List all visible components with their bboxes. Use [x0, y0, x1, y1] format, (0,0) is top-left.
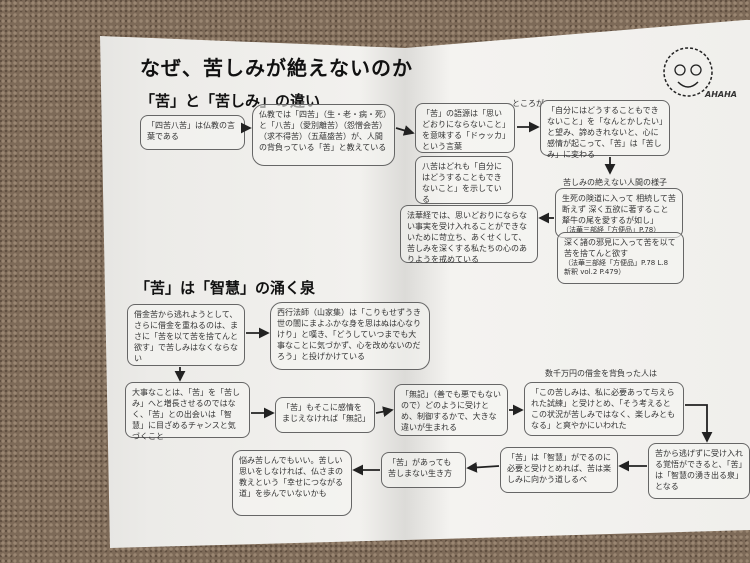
- label-shakkin-person: 数千万円の借金を背負った人は: [545, 369, 657, 378]
- box-hokekyo: 法華経では、思いどおりにならない事実を受け入れることができないために苛立ち、あく…: [400, 205, 538, 264]
- box-daiji: 大事なことは、「苦」を「苦しみ」へと増長させるのではなく、「苦」との出会いは「智…: [125, 382, 250, 441]
- arrow-2: [395, 125, 415, 136]
- box-ikikata: 「苦」があっても苦しまない生き方: [381, 452, 466, 488]
- quote2-ref2: 新釈 vol.2 P.479）: [564, 268, 626, 276]
- box-michishirube: 「苦」は「智慧」がでるのに必要と受けとめれば、苦は楽しみに向かう道しるべ: [500, 447, 618, 493]
- label-yosu: 苦しみの絶えない人間の様子: [563, 178, 667, 187]
- box-quote1: 生死の険道に入って 相続して苦断えず 深く五欲に著すること 犛牛の尾を愛するが如…: [555, 188, 683, 238]
- box-shikuhakku: 「四苦八苦」は仏教の言葉である: [140, 115, 245, 150]
- box-bukkyo: 仏教では「四苦」（生・老・病・死）と「八苦」（愛別離苦）（怨憎会苦）（求不得苦）…: [252, 104, 395, 166]
- box-saigyo: 西行法師（山家集）は「こりもせずうき世の闇にまよふかな身を思はぬは心なりけり」と…: [270, 302, 430, 370]
- box-gogen: 「苦」の語源は「思いどおりにならないこと」を意味する「ドゥッカ」という言葉: [415, 103, 515, 153]
- arrow-13: [466, 462, 500, 473]
- section-heading-wisdom: 「苦」は「智慧」の涌く泉: [135, 279, 316, 297]
- box-muki2: 「無記」（善でも悪でもないので）どのように受けとめ、制御するかで、大きな違いが生…: [394, 384, 508, 436]
- box-shiren: 「この苦しみは、私に必要あって与えられた試練」と受けとめ、「そう考えるとこの状況…: [524, 382, 684, 436]
- face-icon: [663, 47, 713, 97]
- quote2-ref: （法華三部経「方便品」P.78 L.8: [564, 259, 669, 267]
- arrow-11: [685, 404, 713, 443]
- laughing-face-illustration: AHAHA: [650, 40, 740, 110]
- box-nayami: 悩み苦しんでもいい。苦しい思いをしなければ、仏さまの教えという「幸せにつながる道…: [232, 450, 352, 516]
- quote1-ref: （法華三部経「方便品」P.78）: [562, 226, 661, 234]
- arrow-9: [375, 406, 394, 417]
- box-shakkin: 借金苦から逃れようとして、さらに借金を重ねるのは、まさに「苦を以て苦を捨てんと欲…: [127, 304, 245, 366]
- box-quote2: 深く諸の邪見に入って苦を以て苦を捨てんと欲す （法華三部経「方便品」P.78 L…: [557, 232, 684, 284]
- box-muki1: 「苦」もそこに感情をまじえなければ「無記」: [275, 397, 375, 433]
- page-title: なぜ、苦しみが絶えないのか: [140, 56, 413, 80]
- box-jibun: 「自分にはどうすることもできないこと」を「なんとかしたい」と望み、諦めきれないと…: [540, 100, 670, 159]
- label-tokoroga: ところが: [512, 99, 544, 108]
- quote2-text: 深く諸の邪見に入って苦を以て苦を捨てんと欲す: [564, 238, 676, 258]
- box-hakku: 八苦はどれも「自分にはどうすることもできないこと」を示している: [415, 156, 513, 204]
- box-kakugo: 苦から逃げずに受け入れる覚悟ができると、「苦」は「智慧の湧き出る泉」となる: [648, 443, 750, 499]
- quote1-text: 生死の険道に入って 相続して苦断えず 深く五欲に著すること 犛牛の尾を愛するが如…: [562, 194, 676, 225]
- logo-text: AHAHA: [705, 90, 737, 99]
